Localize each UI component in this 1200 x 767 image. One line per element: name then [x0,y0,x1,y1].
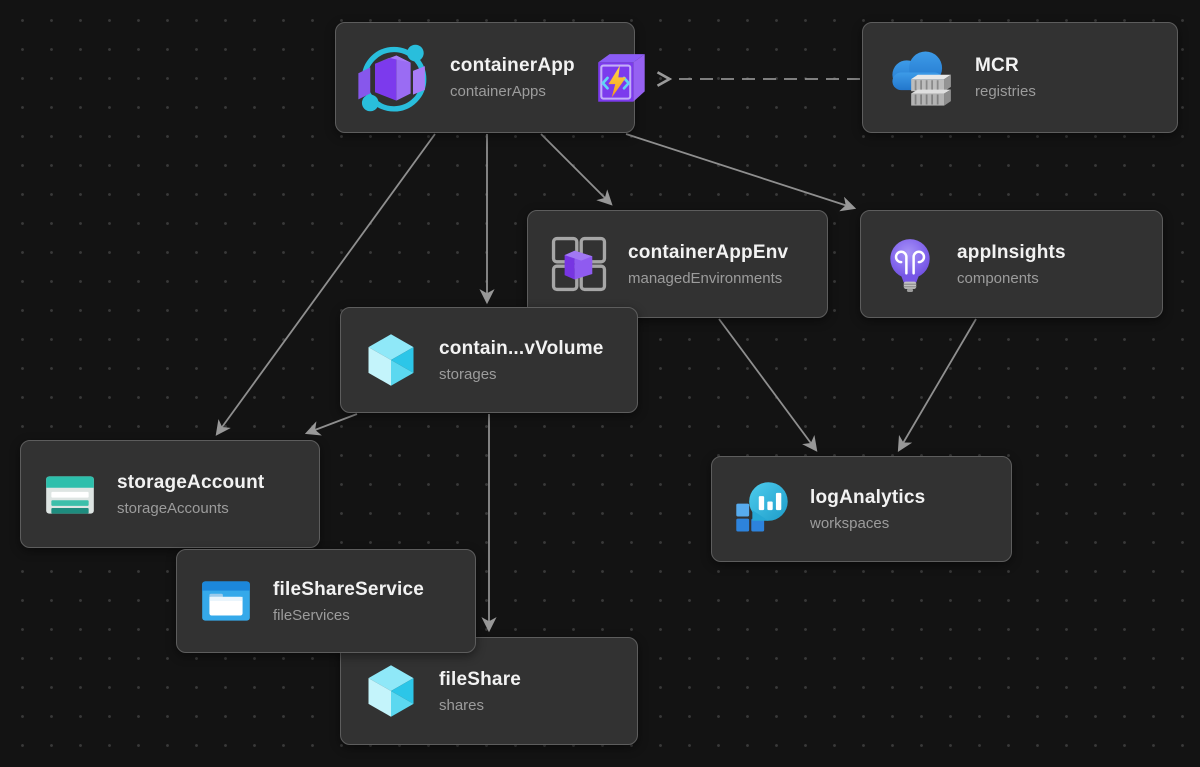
node-subtitle: storages [439,365,497,383]
node-text: containerAppEnv managedEnvironments [628,242,788,287]
node-text: fileShareService fileServices [273,579,424,624]
node-text: containerApp containerApps [450,55,575,100]
log-analytics-icon [732,479,792,539]
node-text: fileShare shares [439,669,521,714]
node-appInsights[interactable]: appInsights components [860,210,1163,318]
node-subtitle: fileServices [273,606,350,624]
edge-appInsights-logAnalytics [897,318,977,452]
node-title: storageAccount [117,471,265,493]
storage-cube-icon [361,330,421,390]
node-title: containerAppEnv [628,241,789,263]
node-subtitle: managedEnvironments [628,269,783,287]
node-subtitle: components [957,269,1039,287]
node-title: logAnalytics [810,486,926,508]
storage-account-icon [41,465,99,523]
edge-containerAppEnv-logAnalytics [718,318,818,452]
edge-containerVolume-storageAccount [304,413,358,436]
node-title: fileShareService [273,578,425,600]
managed-environment-icon [548,233,610,295]
node-containerAppEnv[interactable]: containerAppEnv managedEnvironments [527,210,828,318]
node-text: appInsights components [957,242,1066,287]
edge-containerApp-containerAppEnv [540,133,613,206]
node-subtitle: containerApps [450,83,546,100]
node-logAnalytics[interactable]: logAnalytics workspaces [711,456,1012,562]
storage-cube-icon [361,661,421,721]
node-title: containerApp [450,55,575,76]
file-service-icon [197,572,255,630]
node-MCR[interactable]: MCR registries [862,22,1178,133]
node-subtitle: workspaces [810,514,890,532]
container-registry-icon [883,46,957,110]
node-subtitle: registries [975,83,1036,100]
node-text: contain...vVolume storages [439,338,604,383]
node-text: storageAccount storageAccounts [117,472,264,517]
app-insights-icon [881,235,939,293]
edge-containerApp-appInsights [625,133,857,212]
node-containerVolume[interactable]: contain...vVolume storages [340,307,638,413]
node-fileShareService[interactable]: fileShareService fileServices [176,549,476,653]
node-subtitle: storageAccounts [117,499,229,517]
node-containerApp[interactable]: containerApp containerApps [335,22,635,133]
node-title: fileShare [439,668,522,690]
node-text: logAnalytics workspaces [810,487,925,532]
node-text: MCR registries [975,55,1036,100]
node-title: contain...vVolume [439,337,604,359]
node-title: MCR [975,55,1019,76]
container-apps-icon [356,40,432,116]
node-title: appInsights [957,241,1066,263]
node-subtitle: shares [439,696,485,714]
node-storageAccount[interactable]: storageAccount storageAccounts [20,440,320,548]
edge-containerApp-storageAccount [215,133,436,436]
node-fileShare[interactable]: fileShare shares [340,637,638,745]
function-container-badge-icon [592,50,654,110]
